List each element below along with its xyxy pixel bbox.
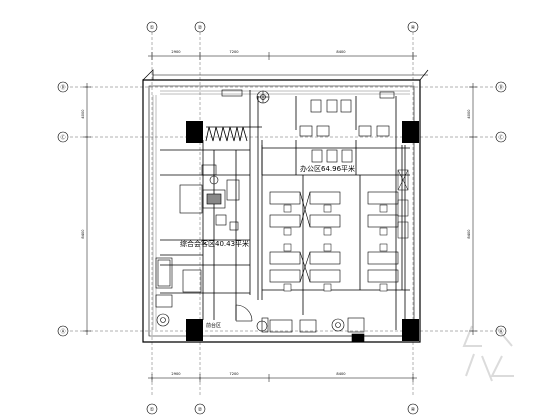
- top-chairs: [221, 89, 395, 163]
- axis-label: ②: [198, 25, 203, 31]
- axis-label: Ⓒ: [498, 134, 503, 141]
- axis-bubble-bottom-2: ②: [194, 403, 206, 415]
- dimension-text: 7200: [229, 50, 239, 54]
- right-cabinets: [397, 169, 409, 239]
- axis-bubble-top-1: ①: [146, 21, 158, 33]
- axis-bubble-left-A: Ⓐ: [57, 325, 69, 337]
- reception-furniture: [210, 317, 410, 343]
- axis-bubble-bottom-4: ④: [407, 403, 419, 415]
- office-chairs: [283, 204, 388, 292]
- dimension-text: 8400: [336, 372, 346, 376]
- axis-label: Ⓓ: [498, 84, 503, 91]
- plant-bottom: [156, 313, 345, 332]
- interior-walls: [160, 90, 410, 330]
- axis-label: Ⓐ: [498, 328, 503, 335]
- office-workstations: [269, 191, 399, 283]
- watermark-logo: [462, 325, 514, 382]
- dimension-text: 2900: [171, 372, 181, 376]
- axis-label: ①: [150, 25, 155, 31]
- axis-label: Ⓓ: [60, 84, 65, 91]
- dimension-line-left: [83, 83, 91, 335]
- axis-bubble-left-C: Ⓒ: [57, 131, 69, 143]
- axis-bubble-right-D: Ⓓ: [495, 81, 507, 93]
- door-swing: [235, 304, 253, 322]
- dimension-text: 4000: [81, 109, 85, 119]
- dimension-text: 4000: [467, 109, 471, 119]
- dimension-text: 7200: [229, 372, 239, 376]
- axis-bubble-left-D: Ⓓ: [57, 81, 69, 93]
- dimension-line-bottom: [148, 374, 417, 382]
- axis-label: ②: [198, 407, 203, 413]
- axis-label: ①: [150, 407, 155, 413]
- plant-top: [256, 90, 270, 104]
- axis-label: ④: [411, 25, 416, 31]
- dimension-line-top: [148, 52, 417, 60]
- dimension-text: 8400: [336, 50, 346, 54]
- window-wall-left: [152, 95, 157, 330]
- room-label-entrance: 前台区: [206, 322, 221, 329]
- dimension-line-right: [469, 83, 477, 335]
- axis-bubble-right-C: Ⓒ: [495, 131, 507, 143]
- room-label-office: 办公区64.96平米: [300, 164, 355, 173]
- axis-bubble-top-2: ②: [194, 21, 206, 33]
- axis-grid-lines: [70, 32, 505, 395]
- dimension-text: 2900: [171, 50, 181, 54]
- axis-bubble-top-4: ④: [407, 21, 419, 33]
- axis-bubble-right-A: Ⓐ: [495, 325, 507, 337]
- window-wall-top: [160, 90, 410, 95]
- axis-label: Ⓐ: [60, 328, 65, 335]
- dimension-text: 8400: [467, 229, 471, 239]
- zigzag-partition: [205, 126, 262, 142]
- meeting-furniture: [155, 164, 240, 308]
- axis-bubble-bottom-1: ①: [146, 403, 158, 415]
- structural-columns: [186, 121, 419, 341]
- axis-label: ④: [411, 407, 416, 413]
- dimension-text: 8400: [81, 229, 85, 239]
- axis-label: Ⓒ: [60, 134, 65, 141]
- room-label-meeting: 综合会客区40.43平米: [180, 239, 249, 248]
